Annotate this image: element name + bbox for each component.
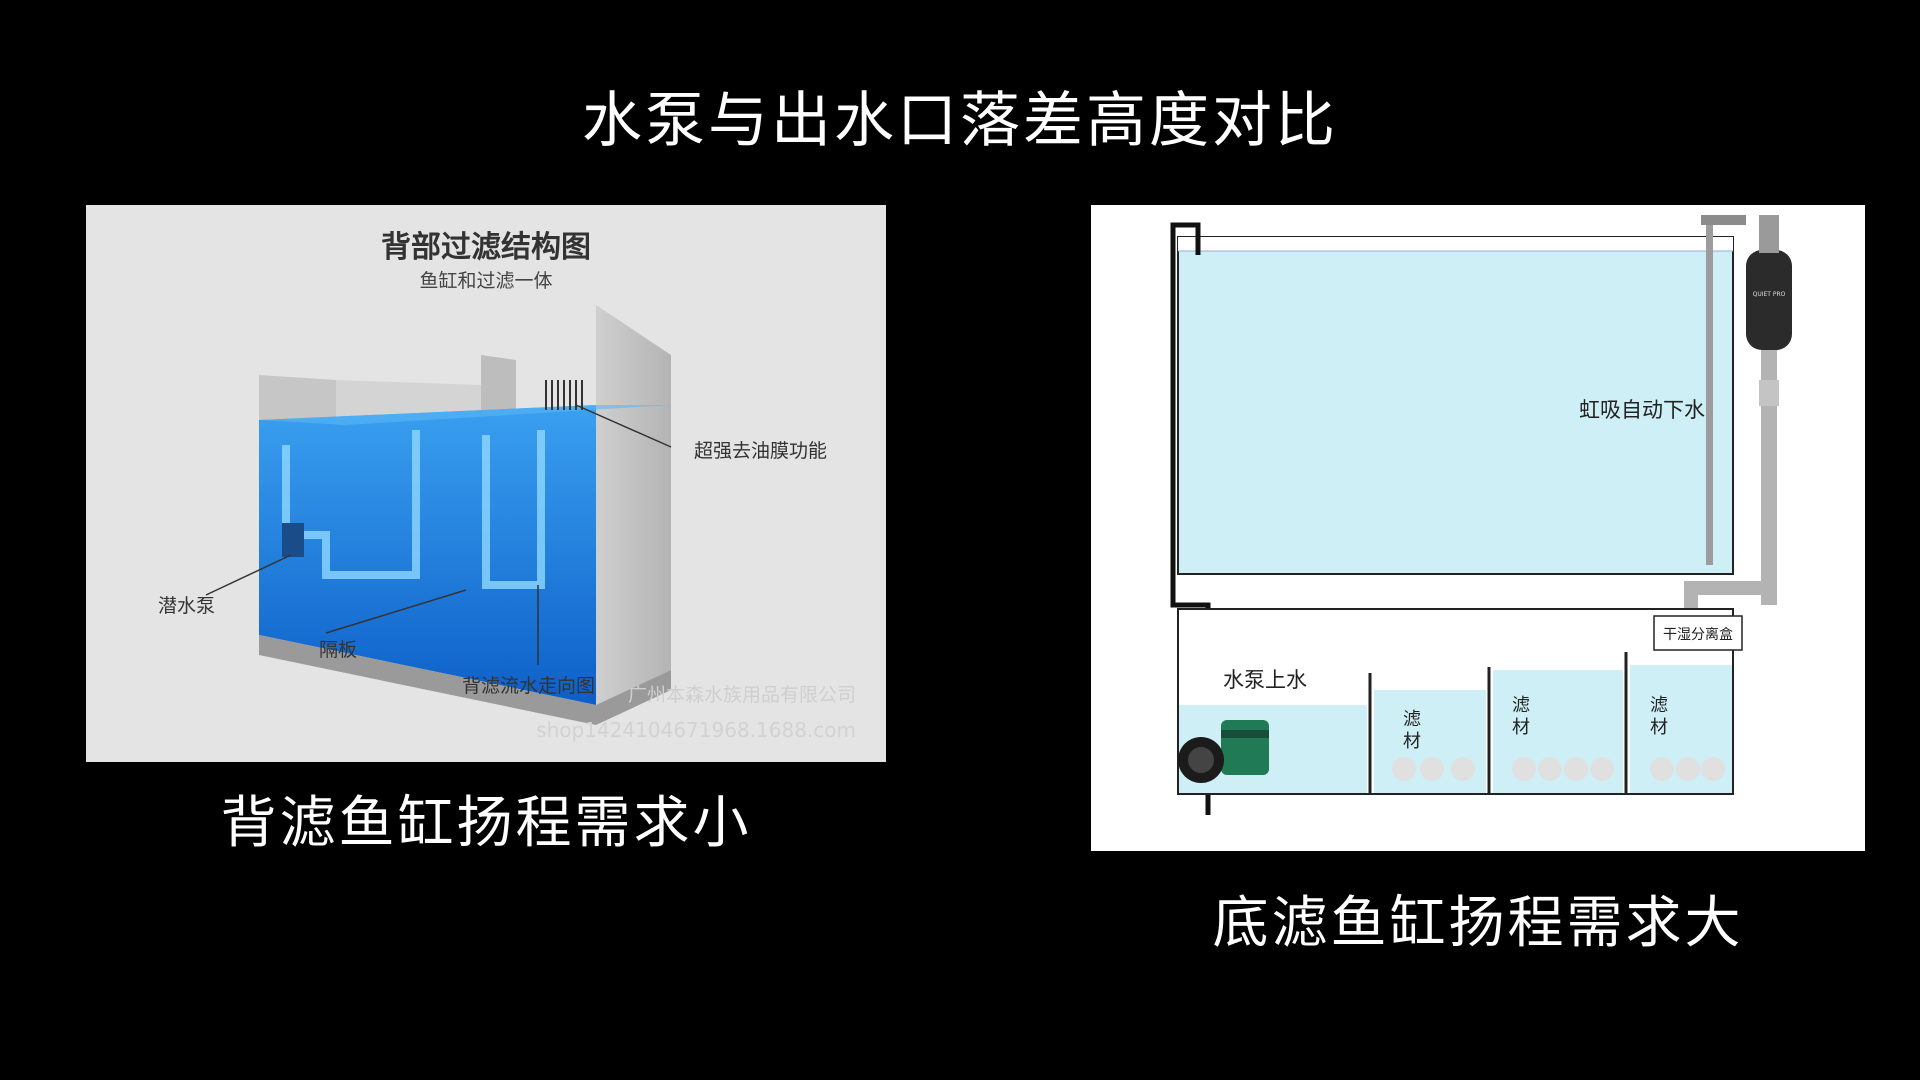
main-tank <box>1177 236 1734 575</box>
watermark-url: shop1424104671968.1688.com <box>536 718 856 742</box>
diagram-title: 背部过滤结构图 <box>381 230 591 265</box>
sump-filter-svg: QUIET PRO 虹吸自动下水 干湿分离盒 滤材 滤材 滤材 <box>1170 215 1792 815</box>
watermark-company: 广州本森水族用品有限公司 <box>628 684 856 706</box>
caption-back-filter: 背滤鱼缸扬程需求小 <box>220 791 752 856</box>
callout-line-pump <box>205 554 292 596</box>
water-volume <box>259 405 596 705</box>
label-skimmer: 超强去油膜功能 <box>694 440 827 462</box>
flow-path-left <box>282 430 420 579</box>
submersible-pump <box>282 523 304 557</box>
label-flow: 背滤流水走向图 <box>462 675 595 697</box>
caption-sump-filter: 底滤鱼缸扬程需求大 <box>1212 891 1744 956</box>
pipe-valve <box>1759 380 1779 406</box>
back-filter-diagram: 背部过滤结构图 鱼缸和过滤一体 超强去油膜功能 <box>86 205 886 762</box>
back-filter-svg: 背部过滤结构图 鱼缸和过滤一体 超强去油膜功能 <box>158 230 856 742</box>
water-pump <box>1178 720 1269 783</box>
callout-line-divider <box>325 589 467 634</box>
label-media-3: 滤材 <box>1650 695 1668 738</box>
silencer-body <box>1746 250 1792 350</box>
siphon-elbow <box>1701 215 1746 225</box>
water-surface <box>259 405 671 425</box>
callout-line-skimmer <box>575 404 672 448</box>
skimmer-comb <box>545 380 583 410</box>
page-title: 水泵与出水口落差高度对比 <box>582 86 1338 156</box>
label-media-1: 滤材 <box>1403 709 1421 752</box>
label-pump: 潜水泵 <box>158 595 215 617</box>
tank-wall-right <box>596 305 671 705</box>
silencer-top-fitting <box>1759 215 1779 253</box>
wet-dry-separator <box>1653 615 1743 651</box>
filter-media-balls <box>1392 757 1725 781</box>
label-siphon: 虹吸自动下水 <box>1579 398 1705 422</box>
flow-path-right <box>482 430 545 589</box>
tank-base <box>259 635 671 725</box>
label-divider: 隔板 <box>319 639 357 661</box>
sump-filter-diagram: QUIET PRO 虹吸自动下水 干湿分离盒 滤材 滤材 滤材 <box>1091 205 1865 851</box>
label-pump-up: 水泵上水 <box>1223 668 1307 692</box>
label-media-2: 滤材 <box>1512 695 1530 738</box>
label-separator: 干湿分离盒 <box>1663 626 1733 643</box>
silencer-brand: QUIET PRO <box>1753 291 1786 298</box>
siphon-pipe <box>1706 220 1713 565</box>
diagram-subtitle: 鱼缸和过滤一体 <box>419 270 552 292</box>
main-tank-air-gap <box>1178 237 1733 251</box>
